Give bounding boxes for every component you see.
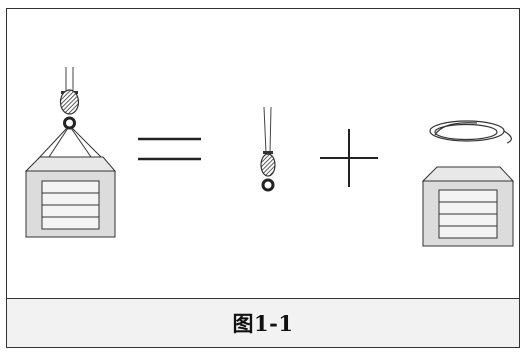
crane-hook-icon: [260, 106, 276, 192]
figure-caption: 图1-1: [232, 311, 294, 336]
crane-hook-with-loaded-crate-icon: [24, 67, 117, 238]
caption-bar: 图1-1: [7, 298, 519, 347]
equation-diagram: [24, 67, 515, 247]
equals-sign-icon: [138, 137, 201, 161]
plus-sign-icon: [320, 129, 378, 187]
coiled-sling-rope-icon: [429, 120, 512, 144]
wooden-crate-icon: [421, 166, 515, 247]
figure-drawing-area: [7, 9, 519, 297]
figure-frame: 图1-1: [6, 8, 520, 348]
